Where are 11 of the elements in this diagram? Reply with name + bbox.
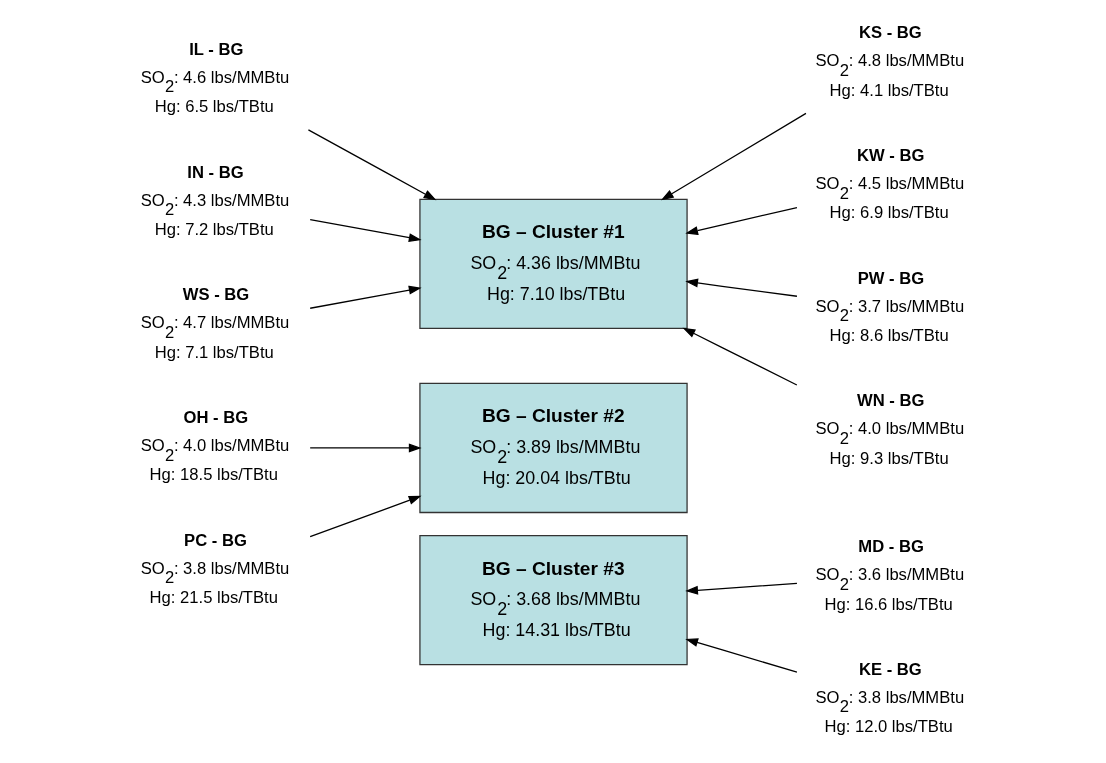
arrow	[309, 443, 422, 453]
arrow	[309, 285, 422, 309]
arrow	[682, 327, 797, 386]
arrow	[309, 218, 422, 243]
arrow	[684, 638, 798, 673]
arrow	[684, 278, 798, 297]
arrow	[684, 582, 798, 595]
arrow	[684, 206, 798, 235]
arrow	[309, 495, 421, 538]
arrow	[660, 112, 807, 201]
arrow	[307, 129, 436, 201]
